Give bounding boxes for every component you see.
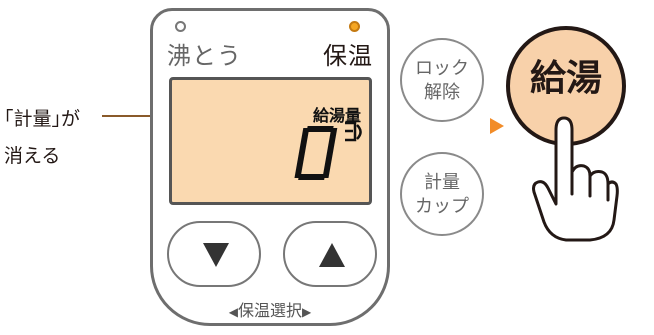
up-triangle-icon — [319, 243, 345, 267]
lcd-digit-zero — [294, 126, 338, 180]
lcd-display: 給湯量 — [169, 77, 372, 205]
lock-release-label-1: ロック — [415, 58, 469, 79]
right-triangle-icon: ▶ — [302, 305, 312, 319]
measure-cup-icon — [345, 121, 362, 142]
lock-release-label-2: 解除 — [424, 82, 460, 103]
lock-release-button[interactable]: ロック 解除 — [400, 38, 484, 122]
measure-cup-label-1: 計量 — [424, 172, 460, 193]
down-triangle-icon — [203, 243, 229, 267]
lcd-hot-water-amount-label: 給湯量 — [312, 106, 361, 125]
down-button[interactable] — [167, 221, 261, 287]
keep-warm-select-text: 保温選択 — [237, 301, 302, 320]
measure-cup-label-2: カップ — [415, 196, 469, 217]
callout-text-line-2: 消える — [4, 145, 61, 167]
up-button[interactable] — [283, 221, 377, 287]
measure-cup-button[interactable]: 計量 カップ — [400, 152, 484, 236]
pressing-hand-icon — [532, 116, 619, 242]
boil-label: 沸とう — [167, 42, 242, 70]
keep-warm-indicator-light — [349, 21, 360, 32]
callout-text-line-1: ｢計量｣が — [4, 108, 81, 130]
hot-water-label: 給湯 — [529, 58, 602, 99]
control-panel: 沸とう 保温 給湯量 ◀保温選択▶ — [150, 8, 390, 326]
pointer-arrow-icon — [490, 118, 504, 134]
boil-indicator-light — [175, 21, 186, 32]
left-triangle-icon: ◀ — [228, 305, 238, 319]
keep-warm-select-label: ◀保温選択▶ — [153, 297, 387, 321]
keep-warm-label: 保温 — [323, 42, 373, 70]
